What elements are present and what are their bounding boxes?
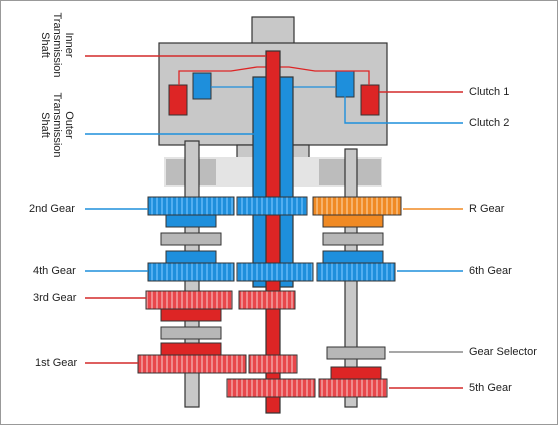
inner-shaft-label: Inner Transmission Shaft	[39, 12, 75, 78]
clutch-1-icon	[168, 84, 380, 116]
label-2nd-gear: 2nd Gear	[29, 203, 75, 215]
clutch-2-icon	[192, 70, 355, 100]
gear-6th	[316, 250, 396, 282]
gear-spacers	[160, 232, 384, 340]
gear-r	[312, 196, 402, 228]
inner-transmission-shaft	[265, 50, 281, 414]
label-3rd-gear: 3rd Gear	[33, 292, 77, 304]
gear-2nd	[147, 196, 308, 228]
gear-5th	[226, 366, 388, 398]
label-gear-selector: Gear Selector	[469, 346, 537, 358]
gear-3rd	[145, 290, 296, 322]
label-clutch-1: Clutch 1	[469, 86, 510, 98]
callout-lines	[85, 55, 463, 389]
label-4th-gear: 4th Gear	[33, 265, 76, 277]
label-1st-gear: 1st Gear	[35, 357, 78, 369]
gear-selector	[326, 346, 386, 360]
outer-shaft-label: Outer Transmission Shaft	[39, 92, 75, 158]
label-clutch-2: Clutch 2	[469, 117, 510, 129]
gear-4th	[147, 250, 314, 282]
label-r-gear: R Gear	[469, 203, 505, 215]
label-5th-gear: 5th Gear	[469, 382, 512, 394]
label-6th-gear: 6th Gear	[469, 265, 512, 277]
gear-1st	[137, 342, 298, 374]
